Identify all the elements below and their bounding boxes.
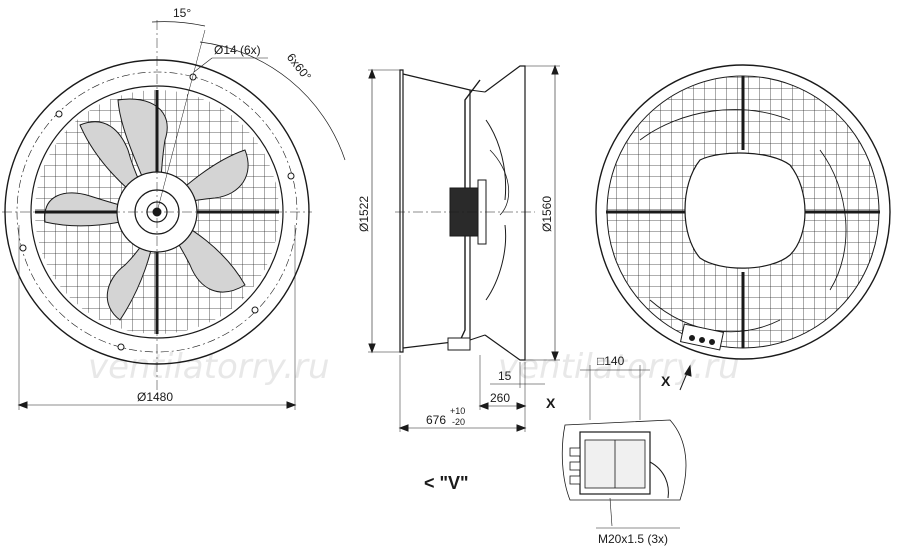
x-marker: X <box>661 373 671 389</box>
cable-gland <box>569 461 581 471</box>
blade-profile <box>639 109 791 141</box>
terminal-box <box>447 337 471 351</box>
diameter-1560-label: Ø1560 <box>540 196 554 232</box>
angle-label: 15° <box>173 6 191 20</box>
hole-label: Ø14 (6x) <box>214 43 261 57</box>
blade-profile <box>489 149 509 216</box>
blade-profile <box>485 224 507 301</box>
rear-view <box>595 64 891 391</box>
gland-leader <box>609 497 613 527</box>
cable-gland <box>569 475 581 485</box>
arrow-head <box>17 401 297 409</box>
side-view <box>368 64 560 432</box>
flange-bolt-holes <box>19 73 295 351</box>
housing-inlet-flange <box>399 69 404 353</box>
blade-profile <box>485 119 507 201</box>
angle-arc <box>151 21 206 27</box>
front-view <box>2 20 346 410</box>
detail-x <box>561 365 687 529</box>
housing-shell <box>469 334 486 341</box>
view-v-label: < "V" <box>424 473 469 493</box>
dim-260-label: 260 <box>490 391 510 405</box>
dim-15-label: 15 <box>498 369 512 383</box>
housing-outlet <box>484 65 526 361</box>
arrow-head <box>684 364 692 377</box>
motor-opening <box>684 152 806 269</box>
box-size-label: □140 <box>597 354 625 368</box>
angle-ray <box>156 29 206 213</box>
arrow-head <box>398 424 527 432</box>
diameter-1522-label: Ø1522 <box>357 196 371 232</box>
tolerance-upper: +10 <box>450 406 465 416</box>
detail-outline <box>561 419 687 501</box>
cable-gland <box>569 447 581 457</box>
pattern-label: 6x60° <box>284 50 314 83</box>
cable <box>464 79 481 188</box>
blade-profile <box>819 149 847 291</box>
arrow-head <box>368 68 376 354</box>
watermark: ventilatorry.ru <box>498 347 740 387</box>
watermark: ventilatorry.ru <box>88 347 330 387</box>
cable <box>457 236 466 346</box>
x-marker: X <box>546 395 556 411</box>
tolerance-lower: -20 <box>452 417 465 427</box>
hole-leader <box>193 57 213 73</box>
diameter-1480-label: Ø1480 <box>137 390 173 404</box>
pattern-arc <box>199 41 346 161</box>
arrow-head <box>551 64 559 362</box>
guard-outer-ring <box>595 64 891 360</box>
arrow-head <box>478 402 527 410</box>
gland-label: M20x1.5 (3x) <box>598 532 668 546</box>
cable <box>649 461 669 499</box>
flange-inner-ring <box>30 85 284 339</box>
dim-676-label: 676 <box>426 413 446 427</box>
